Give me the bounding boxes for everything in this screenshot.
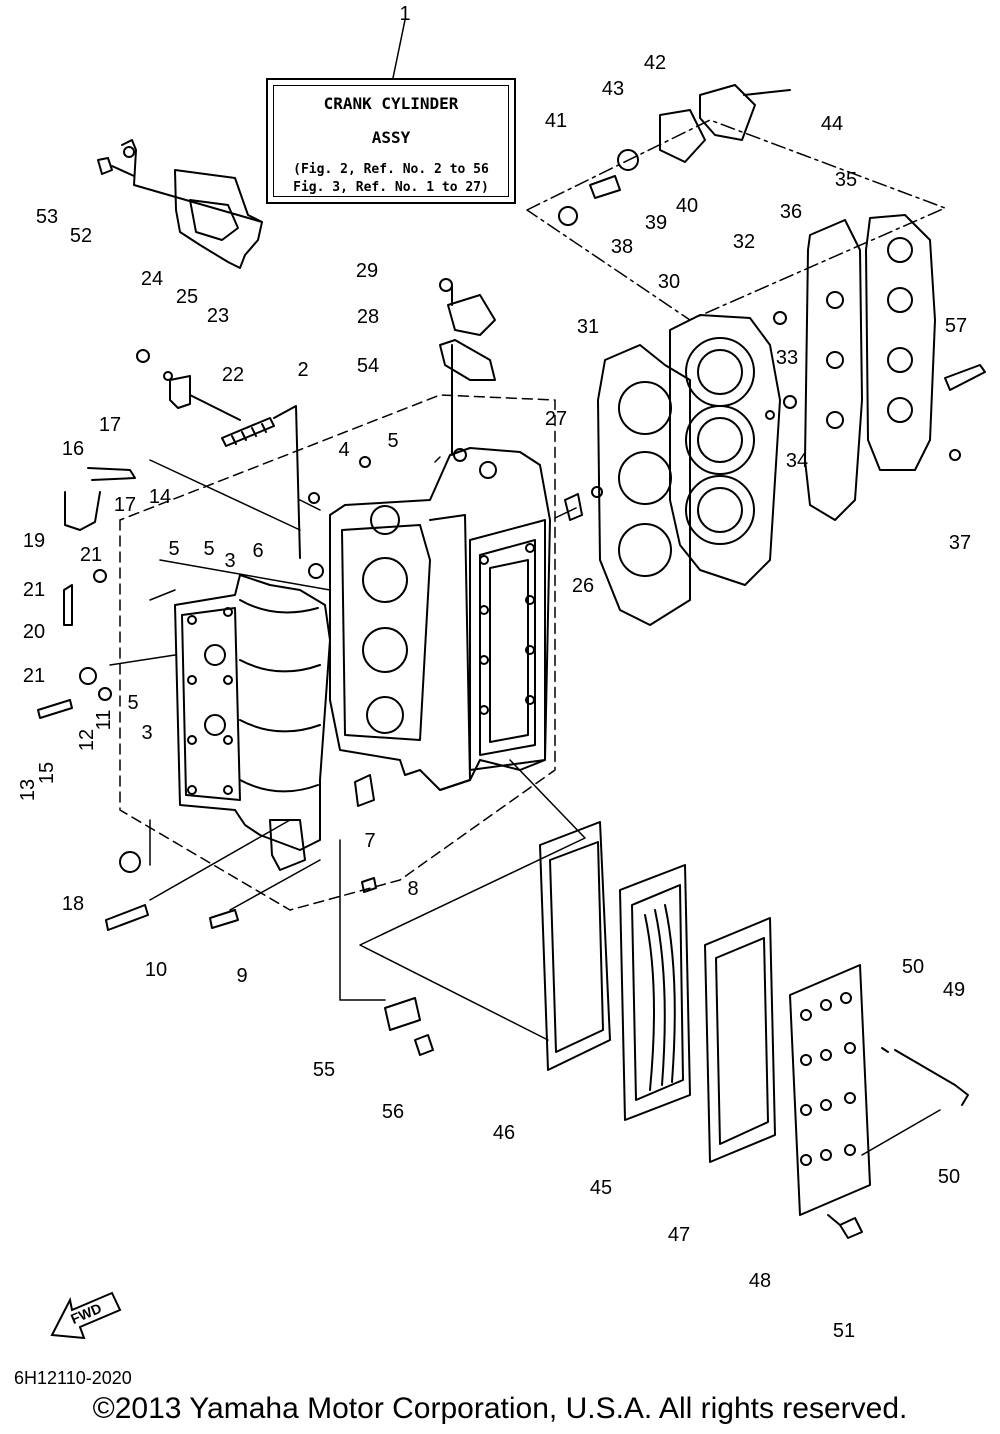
callout-inner-border	[273, 85, 509, 197]
part-number-50: 50	[937, 1166, 961, 1188]
part-number-36: 36	[779, 201, 803, 223]
part-number-21: 21	[79, 544, 103, 566]
part-number-17: 17	[113, 494, 137, 516]
part-number-18: 18	[61, 893, 85, 915]
copyright-notice: ©2013 Yamaha Motor Corporation, U.S.A. A…	[92, 1392, 908, 1425]
part-number-55: 55	[312, 1059, 336, 1081]
valve-dashdot-outline	[526, 119, 946, 321]
bolt-53-drawing	[97, 157, 135, 177]
callout-title-line1: CRANK CYLINDER	[323, 94, 459, 113]
part-number-16: 16	[61, 438, 85, 460]
part-number-29: 29	[355, 260, 379, 282]
part-number-24: 24	[140, 268, 164, 290]
exhaust-cover-48-drawing	[789, 964, 871, 1216]
hose-49-drawing	[881, 1047, 969, 1106]
part-number-50: 50	[901, 956, 925, 978]
part-number-57: 57	[944, 315, 968, 337]
part-number-51: 51	[832, 1320, 856, 1342]
part-number-5: 5	[168, 538, 180, 560]
part-number-53: 53	[35, 206, 59, 228]
part-number-41: 41	[544, 110, 568, 132]
part-number-5: 5	[203, 538, 215, 560]
part-number-10: 10	[144, 959, 168, 981]
part-number-31: 31	[576, 316, 600, 338]
part-number-19: 19	[22, 530, 46, 552]
exhaust-gasket-46-drawing	[539, 821, 611, 1071]
part-number-23: 23	[206, 305, 230, 327]
pressure-valve-drawing	[558, 84, 791, 226]
part-number-39: 39	[644, 212, 668, 234]
part-number-20: 20	[22, 621, 46, 643]
part-number-46: 46	[492, 1122, 516, 1144]
cylinder-block-drawing	[329, 447, 551, 791]
bolt-51-drawing	[827, 1214, 863, 1239]
part-number-33: 33	[775, 347, 799, 369]
forward-direction-arrow: FWD	[50, 1291, 122, 1340]
part-number-15: 15	[36, 761, 58, 785]
part-number-5: 5	[387, 430, 399, 452]
part-number-1: 1	[399, 3, 411, 25]
part-number-44: 44	[820, 113, 844, 135]
part-number-2: 2	[297, 359, 309, 381]
part-number-40: 40	[675, 195, 699, 217]
part-number-9: 9	[236, 965, 248, 987]
part-number-42: 42	[643, 52, 667, 74]
callout-reference-line1: (Fig. 2, Ref. No. 2 to 56	[293, 162, 489, 177]
part-number-8: 8	[407, 878, 419, 900]
part-number-47: 47	[667, 1224, 691, 1246]
part-number-22: 22	[221, 364, 245, 386]
part-number-38: 38	[610, 236, 634, 258]
part-number-7: 7	[364, 830, 376, 852]
part-number-6: 6	[252, 540, 264, 562]
part-number-34: 34	[785, 450, 809, 472]
head-gasket-drawing	[597, 344, 691, 626]
stud-22-drawing	[221, 405, 301, 559]
head-cover-drawing	[865, 214, 936, 471]
part-number-5: 5	[127, 692, 139, 714]
part-number-45: 45	[589, 1177, 613, 1199]
part-number-32: 32	[732, 231, 756, 253]
part-number-3: 3	[141, 722, 153, 744]
part-number-21: 21	[22, 665, 46, 687]
part-number-30: 30	[657, 271, 681, 293]
part-number-52: 52	[69, 225, 93, 247]
part-number-13: 13	[17, 778, 39, 802]
part-number-37: 37	[948, 532, 972, 554]
part-number-28: 28	[356, 306, 380, 328]
part-number-27: 27	[544, 408, 568, 430]
exhaust-gasket-47-drawing	[704, 917, 776, 1163]
small-hardware	[37, 278, 961, 1056]
spark-plug-drawing	[944, 364, 986, 391]
cylinder-head-drawing	[669, 314, 781, 586]
part-number-54: 54	[356, 355, 380, 377]
part-number-21: 21	[22, 579, 46, 601]
connection-lines	[109, 456, 941, 1156]
diagram-code: 6H12110-2020	[14, 1368, 132, 1388]
crankcase-drawing	[174, 574, 331, 871]
thermostat-cover-drawing	[121, 139, 263, 269]
head-cover-gasket-drawing	[804, 219, 863, 521]
bracket-23-drawing	[136, 349, 241, 421]
part-number-4: 4	[338, 439, 350, 461]
bracket-28-54-drawing	[439, 284, 496, 456]
part-number-56: 56	[381, 1101, 405, 1123]
callout-reference-line2: Fig. 3, Ref. No. 1 to 27)	[293, 180, 489, 195]
part-number-25: 25	[175, 286, 199, 308]
part-number-17: 17	[98, 414, 122, 436]
part-number-12: 12	[76, 728, 98, 752]
part-number-26: 26	[571, 575, 595, 597]
part-number-3: 3	[224, 550, 236, 572]
part-number-11: 11	[93, 709, 115, 731]
part-number-48: 48	[748, 1270, 772, 1292]
crankcase-dashed-outline	[119, 394, 556, 911]
exhaust-plate-45-drawing	[619, 864, 691, 1121]
part-number-35: 35	[834, 169, 858, 191]
assembly-callout-box: CRANK CYLINDER ASSY (Fig. 2, Ref. No. 2 …	[266, 78, 516, 204]
part-number-43: 43	[601, 78, 625, 100]
part-number-49: 49	[942, 979, 966, 1001]
callout-title-line2: ASSY	[371, 128, 411, 147]
part-number-14: 14	[148, 486, 172, 508]
